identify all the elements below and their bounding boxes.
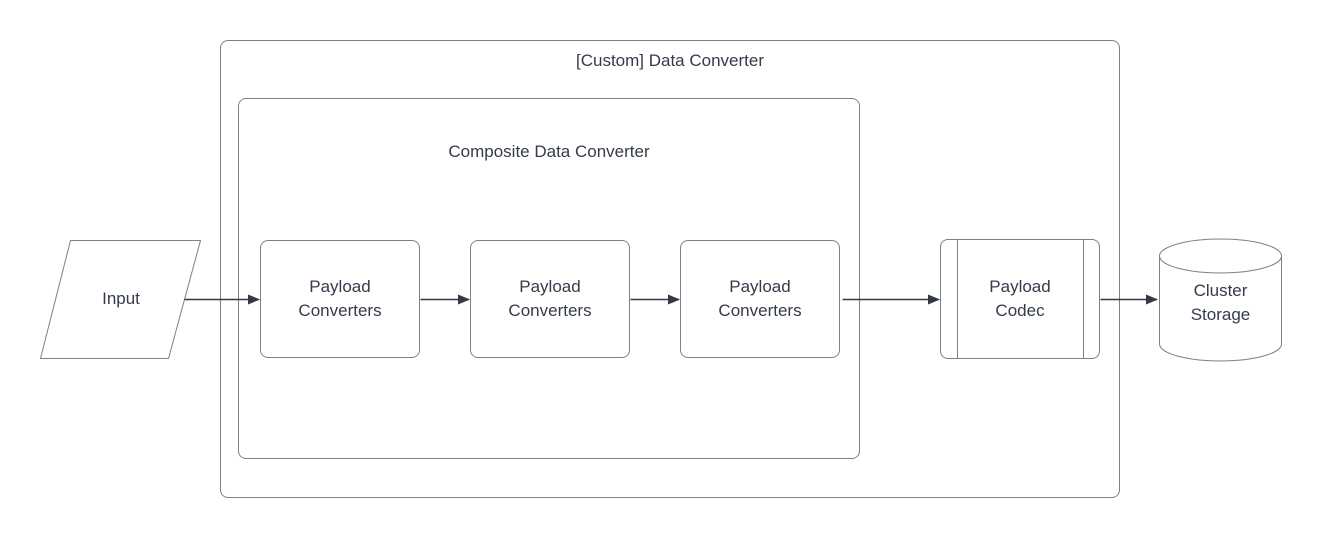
composite-data-converter-title: Composite Data Converter (448, 142, 650, 161)
cylinder-body-shape (1159, 256, 1282, 362)
cluster-storage-node: Cluster Storage (1159, 246, 1282, 360)
cluster-storage-label: Cluster Storage (1190, 281, 1251, 324)
codec-right-divider (1083, 240, 1084, 358)
payload-codec-node: Payload Codec (940, 239, 1100, 359)
payload-converters-node-2: Payload Converters (470, 240, 630, 358)
payload-converters-label-2: Payload Converters (508, 277, 592, 320)
payload-codec-label: Payload Codec (989, 277, 1051, 320)
input-node: Input (42, 240, 200, 358)
cylinder-top-shape (1159, 238, 1282, 274)
payload-converters-node-1: Payload Converters (260, 240, 420, 358)
payload-converters-label-1: Payload Converters (298, 277, 382, 320)
payload-converters-node-3: Payload Converters (680, 240, 840, 358)
codec-left-divider (957, 240, 958, 358)
composite-data-converter-container: Composite Data Converter (238, 98, 860, 459)
input-parallelogram-shape (40, 240, 201, 359)
custom-data-converter-container: [Custom] Data Converter (220, 40, 1120, 498)
payload-converters-label-3: Payload Converters (718, 277, 802, 320)
input-label: Input (102, 289, 140, 308)
custom-data-converter-title: [Custom] Data Converter (575, 51, 764, 70)
